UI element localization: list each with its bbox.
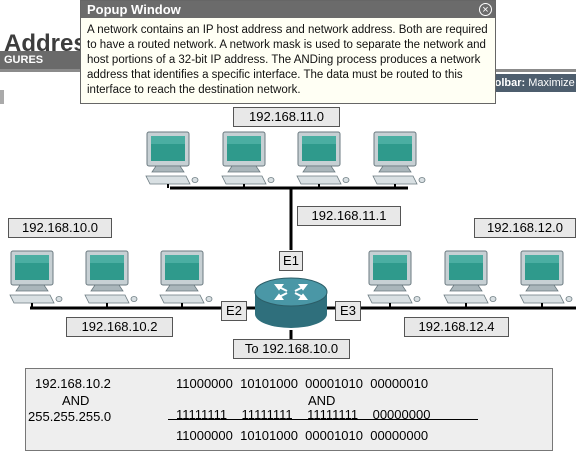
pc-icon bbox=[159, 250, 213, 308]
pc-icon bbox=[145, 131, 199, 189]
side-marker bbox=[0, 90, 4, 104]
pc-icon bbox=[221, 131, 275, 189]
popup-body-text: A network contains an IP host address an… bbox=[87, 24, 488, 96]
pc-icon bbox=[9, 250, 63, 308]
destination-label: To 192.168.10.0 bbox=[233, 339, 350, 359]
calc-ip-binary: 11000000 10101000 00001010 00000010 bbox=[176, 376, 429, 391]
pc-icon bbox=[443, 250, 497, 308]
iface-top-addr-label: 192.168.11.1 bbox=[297, 206, 401, 226]
toolbar-action: Maximize bbox=[528, 77, 575, 89]
pc-icon bbox=[84, 250, 138, 308]
calc-and-left: AND bbox=[62, 393, 90, 408]
e2-interface-label: E2 bbox=[221, 301, 247, 321]
figures-tab[interactable]: GURES bbox=[0, 51, 84, 69]
popup-window: Popup Window × A network contains an IP … bbox=[80, 0, 496, 104]
calc-mask-decimal: 255.255.255.0 bbox=[28, 409, 112, 424]
calc-ip-decimal: 192.168.10.2 bbox=[35, 376, 111, 391]
close-icon[interactable]: × bbox=[479, 3, 492, 16]
iface-left-addr-label: 192.168.10.2 bbox=[66, 317, 173, 337]
pc-icon bbox=[519, 250, 573, 308]
net-right-label: 192.168.12.0 bbox=[474, 218, 576, 238]
e3-interface-label: E3 bbox=[335, 301, 361, 321]
net-top-label: 192.168.11.0 bbox=[233, 107, 340, 127]
pc-icon bbox=[372, 131, 426, 189]
pc-icon bbox=[296, 131, 350, 189]
iface-right-addr-label: 192.168.12.4 bbox=[404, 317, 509, 337]
router-icon bbox=[254, 277, 328, 328]
popup-title: Popup Window bbox=[81, 1, 495, 18]
anding-calculation: 192.168.10.2 AND 255.255.255.0 11000000 … bbox=[25, 368, 553, 451]
calc-result-rule bbox=[168, 419, 478, 420]
calc-result-binary: 11000000 10101000 00001010 00000000 bbox=[176, 428, 429, 443]
calc-mask-binary: 11111111 11111111 11111111 00000000 bbox=[176, 407, 431, 422]
net-left-label: 192.168.10.0 bbox=[8, 218, 112, 238]
e1-interface-label: E1 bbox=[279, 251, 303, 271]
pc-icon bbox=[367, 250, 421, 308]
calc-and-right: AND bbox=[308, 393, 336, 408]
